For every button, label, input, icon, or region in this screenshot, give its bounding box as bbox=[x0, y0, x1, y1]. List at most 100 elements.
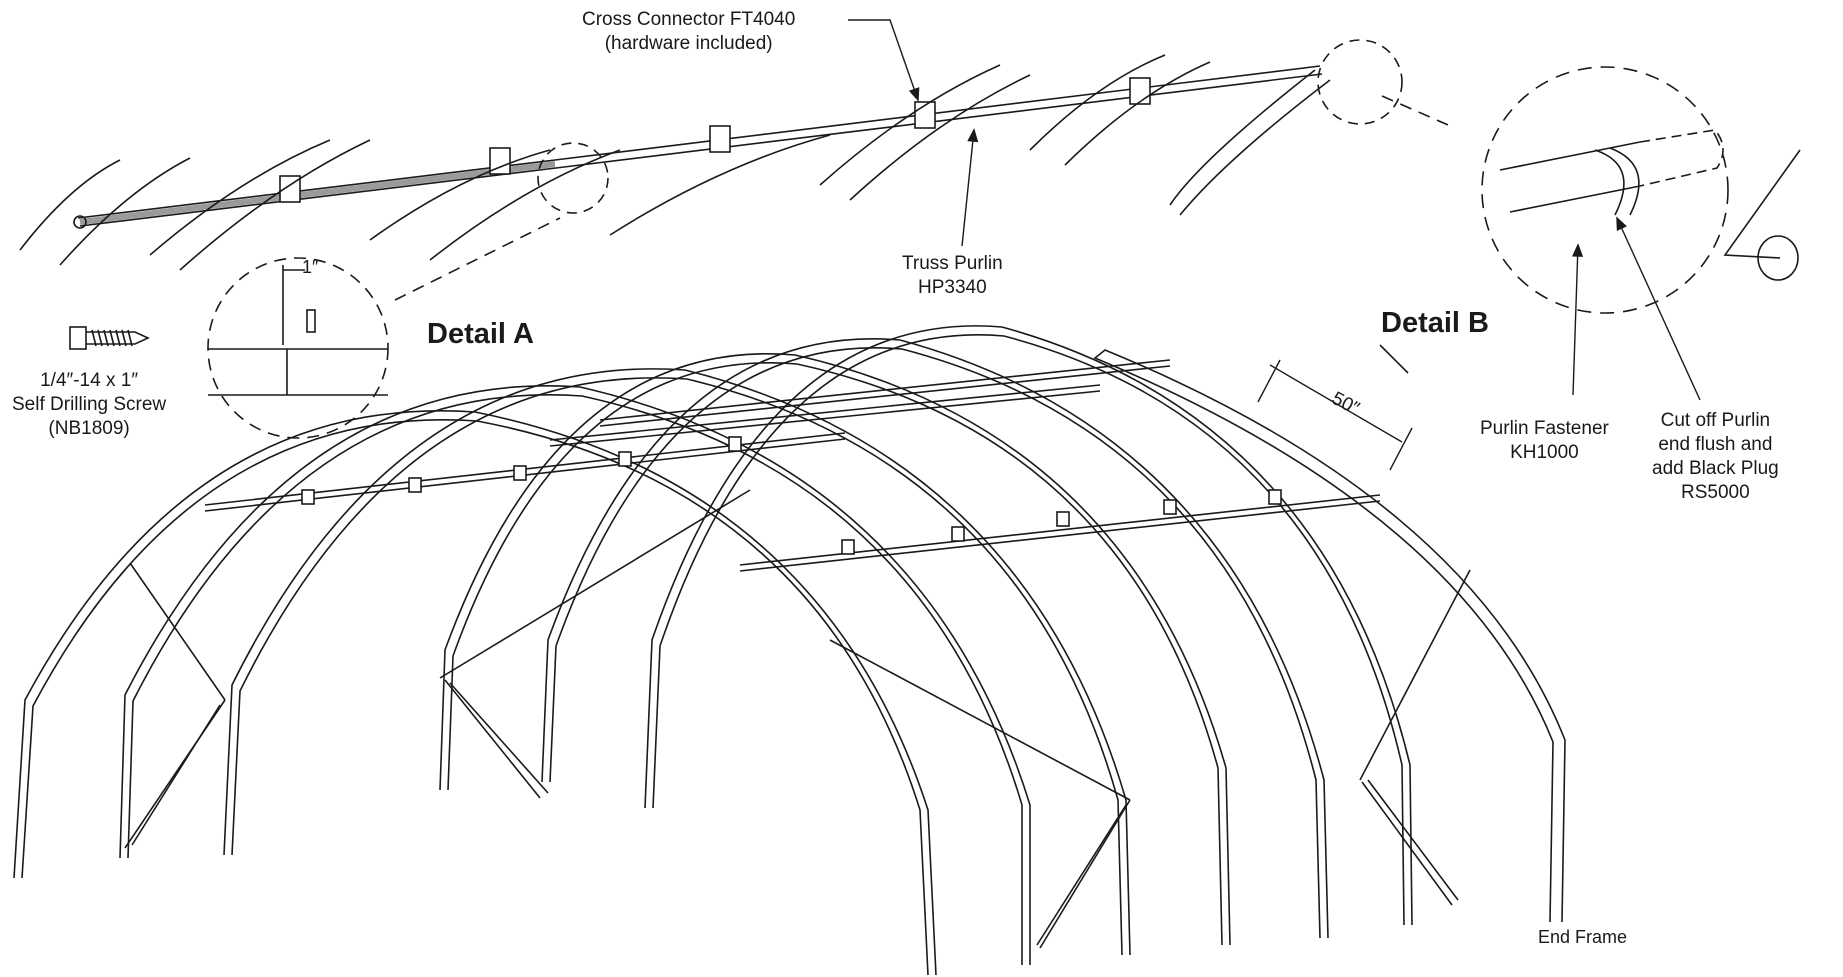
detail-a-dimension: 1″ bbox=[302, 257, 319, 277]
cross-connector-icon bbox=[841, 539, 855, 555]
detail-b-cut-section bbox=[1639, 129, 1724, 187]
truss-purlin-leader bbox=[961, 129, 975, 247]
screw-thread bbox=[103, 329, 109, 347]
diagonal-braces bbox=[124, 489, 1471, 949]
end-frame-tube bbox=[1093, 349, 1566, 923]
cross-connector-icon bbox=[728, 436, 742, 452]
cross-connector-icon bbox=[408, 477, 422, 493]
detail-a-circle-outline bbox=[207, 257, 389, 439]
truss-purlins bbox=[204, 359, 1381, 572]
detail-b-leader bbox=[1381, 95, 1456, 129]
connector-clamp-icon bbox=[1129, 77, 1151, 105]
cross-connector-leader-arrowhead bbox=[908, 87, 920, 102]
connector-clamp-icon bbox=[489, 147, 511, 175]
detail-a-screw bbox=[306, 309, 316, 333]
cross-connector-line1: Cross Connector FT4040 bbox=[582, 9, 796, 30]
cross-connector-icon bbox=[1163, 499, 1177, 515]
detail-a-callout-circle bbox=[537, 142, 609, 214]
cross-connector-icon bbox=[513, 465, 527, 481]
spacing-dimension-line bbox=[1257, 359, 1413, 471]
brace-tube bbox=[1361, 781, 1453, 906]
detail-a-dimension-line bbox=[282, 265, 305, 345]
purlin-fastener-label: Purlin Fastener KH1000 bbox=[1480, 417, 1609, 465]
cut-off-line2: end flush and bbox=[1658, 434, 1773, 455]
cross-connector-leader bbox=[848, 19, 919, 101]
arch-segment bbox=[19, 159, 121, 251]
cut-off-leader-arrowhead bbox=[1616, 216, 1627, 231]
frame-tube-inner bbox=[21, 419, 929, 976]
brace-tube bbox=[131, 704, 221, 846]
screw-thread bbox=[97, 329, 103, 347]
cross-connector-icon bbox=[1056, 511, 1070, 527]
self-drilling-screw-icon bbox=[69, 326, 150, 350]
brace-tube bbox=[1039, 799, 1131, 949]
cross-connector-icon bbox=[618, 451, 632, 467]
detail-b-circle-outline bbox=[1481, 66, 1729, 314]
frame-tube-outer bbox=[439, 353, 1231, 946]
truss-purlin-line2: HP3340 bbox=[917, 277, 987, 298]
arch-segment bbox=[59, 157, 191, 266]
arch-segment bbox=[1029, 54, 1166, 151]
leader-lines bbox=[848, 19, 1701, 471]
purlin-fastener-line2: KH1000 bbox=[1510, 442, 1579, 463]
truss-purlin-label: Truss Purlin HP3340 bbox=[902, 252, 1003, 300]
detail-b-arrow-line bbox=[1723, 149, 1801, 259]
upper-purlin-tube bbox=[554, 65, 1323, 169]
cut-off-label: Cut off Purlin end flush and add Black P… bbox=[1652, 409, 1779, 505]
detail-a-title: Detail A bbox=[427, 318, 534, 350]
screw-line3: (NB1809) bbox=[48, 418, 130, 439]
arch-segment bbox=[609, 134, 831, 236]
purlin-tube bbox=[549, 384, 1101, 441]
truss-purlin-leader-arrowhead bbox=[967, 128, 979, 143]
purlin-fastener-line1: Purlin Fastener bbox=[1480, 418, 1609, 439]
arch-segment bbox=[849, 74, 1031, 201]
cross-connector-icon bbox=[1268, 489, 1282, 505]
arch-segment bbox=[179, 139, 371, 271]
brace-tube bbox=[829, 639, 1131, 801]
frame-tube-inner bbox=[231, 377, 1123, 956]
frame-tube-outer bbox=[13, 410, 937, 976]
brace-tube bbox=[1359, 569, 1471, 781]
screw-head bbox=[69, 326, 87, 350]
brace-tube bbox=[439, 489, 751, 679]
detail-a-tube bbox=[208, 348, 388, 396]
frame-tube-outer bbox=[223, 368, 1131, 956]
cross-connector-icon bbox=[951, 526, 965, 542]
cut-off-line4: RS5000 bbox=[1681, 482, 1750, 503]
frame-tube-inner bbox=[549, 347, 1321, 939]
screw-thread bbox=[121, 329, 127, 347]
cross-connector-label: Cross Connector FT4040 (hardware include… bbox=[582, 8, 795, 56]
screw-thread bbox=[91, 329, 97, 347]
shaded-purlin-fill bbox=[79, 161, 556, 225]
detail-b-callout-circle bbox=[1317, 39, 1403, 125]
arch-segment bbox=[369, 149, 551, 241]
arch-segment bbox=[429, 149, 621, 261]
end-arch-segment bbox=[1169, 69, 1331, 216]
frame-tube-inner bbox=[652, 334, 1405, 926]
end-frame-text: End Frame bbox=[1538, 927, 1628, 947]
detail-b-title: Detail B bbox=[1381, 307, 1489, 339]
brace-tube bbox=[449, 682, 549, 794]
screw-line1: 1/4″-14 x 1″ bbox=[40, 370, 139, 391]
connector-clamp-icon bbox=[709, 125, 731, 153]
arch-segment bbox=[1064, 61, 1211, 166]
detail-a-leader bbox=[394, 217, 561, 301]
brace-tube bbox=[129, 562, 226, 701]
arch-segment bbox=[819, 64, 1001, 186]
frame-tube-outer bbox=[541, 338, 1329, 939]
purlin-fastener-leader-arrowhead bbox=[1572, 243, 1584, 257]
detail-b-circle bbox=[1381, 66, 1801, 314]
cut-off-line3: add Black Plug bbox=[1652, 458, 1779, 479]
purlin-tube-edge bbox=[599, 365, 1171, 427]
detail-a-circle bbox=[207, 217, 561, 439]
purlin-tube-edge bbox=[549, 390, 1101, 447]
end-frame-label: End Frame bbox=[1538, 925, 1627, 949]
frame-tube-inner bbox=[127, 394, 1023, 965]
detail-b-purlin-tube bbox=[1499, 141, 1641, 213]
brace-tube bbox=[1036, 804, 1127, 946]
cut-off-leader bbox=[1616, 217, 1701, 401]
frame-tube-outer bbox=[644, 325, 1413, 926]
screw-shank bbox=[86, 331, 150, 345]
top-purlin-closeup bbox=[19, 39, 1403, 271]
